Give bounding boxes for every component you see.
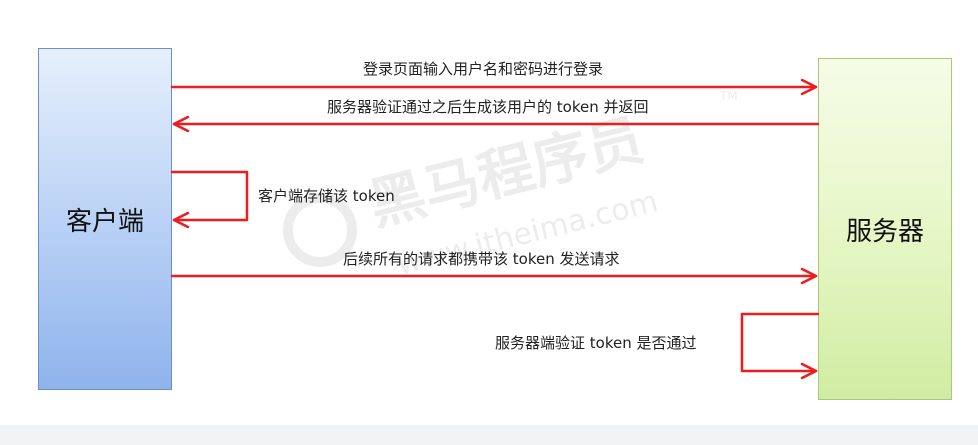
message-server-verify: 服务器端验证 token 是否通过 (495, 334, 697, 352)
arrowhead-client-store (172, 211, 190, 229)
message-login: 登录页面输入用户名和密码进行登录 (363, 60, 604, 78)
arrowhead-token-return (172, 115, 190, 133)
arrow-client-store (170, 170, 249, 222)
arrow-server-verify (740, 312, 820, 373)
message-request-with-token: 后续所有的请求都携带该 token 发送请求 (343, 250, 620, 268)
client-box: 客户端 (38, 48, 172, 390)
bottom-band (0, 425, 978, 445)
message-token-return: 服务器验证通过之后生成该用户的 token 并返回 (327, 98, 649, 116)
message-client-store: 客户端存储该 token (258, 187, 395, 205)
server-label: 服务器 (845, 216, 924, 247)
arrowhead-login-request (800, 78, 818, 96)
arrowhead-server-verify (800, 362, 818, 380)
arrowhead-request-with-token (800, 267, 818, 285)
server-box: 服务器 (818, 58, 952, 400)
client-label: 客户端 (65, 206, 144, 237)
